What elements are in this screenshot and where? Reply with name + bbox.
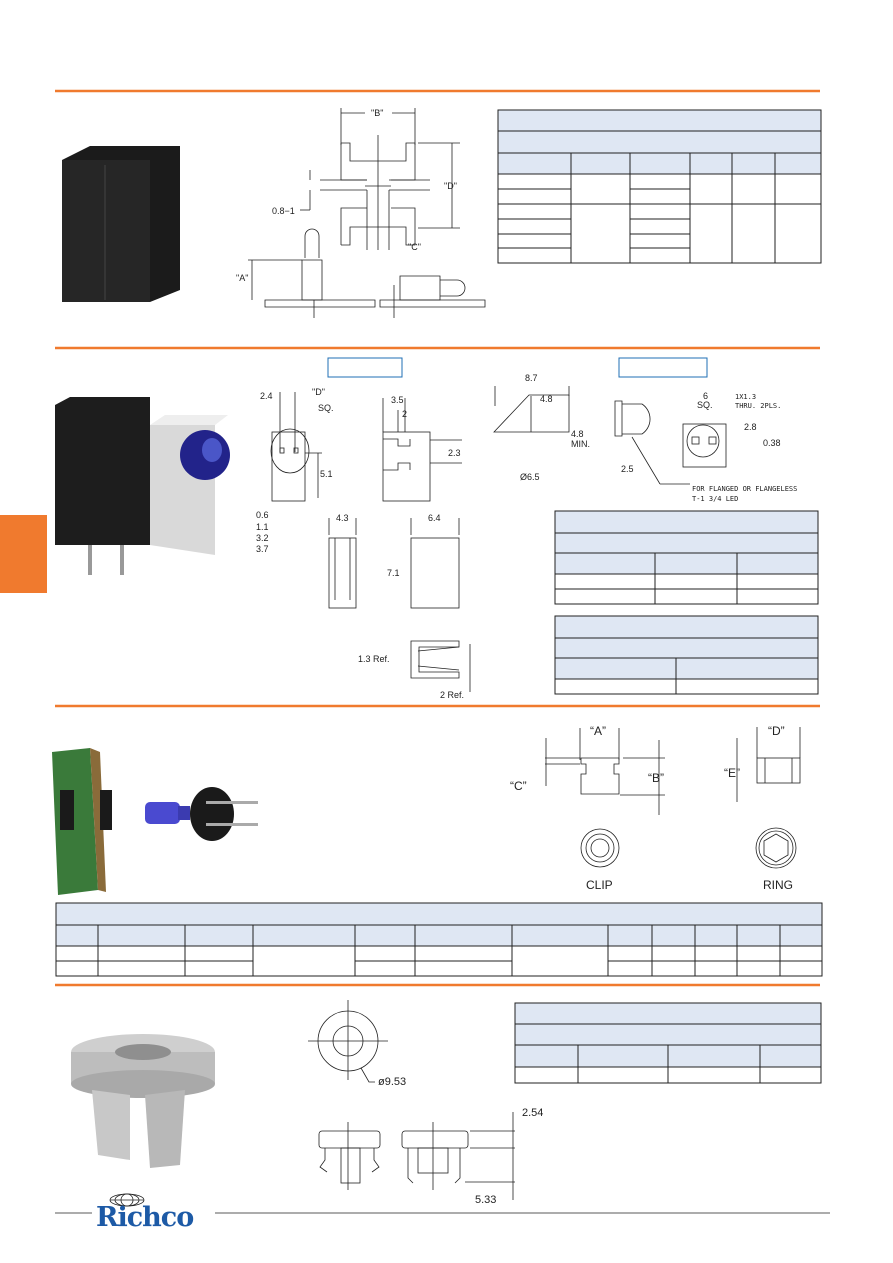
dim-label: 2.3 [448,448,461,458]
dim-b-label: "B" [371,108,383,118]
globe-icon [109,1193,145,1207]
dim-label: 3.2 [256,533,269,543]
dim-diameter-label: ø9.53 [378,1076,406,1088]
ring-caption: RING [763,878,793,892]
drawing-2-labels: 2.4 "D" SQ. 5.1 0.6 1.1 3.2 3.7 3.5 2 2.… [256,373,797,700]
dim-label: 0.38 [763,438,781,448]
dim-a-label: "A" [236,273,248,283]
spec-table-4 [55,902,823,977]
note-label: FOR FLANGED OR FLANGELESS [692,485,797,493]
drawing-4 [308,1000,515,1200]
section-dividers [55,89,820,987]
dim-label: 2.8 [744,422,757,432]
drawing-3 [545,727,801,869]
dim-label: 8.7 [525,373,538,383]
drawing-4-labels: ø9.53 2.54 5.33 [378,1076,543,1206]
dim-c-label: "C" [408,242,421,252]
note-label: T-1 3/4 LED [692,495,738,503]
dim-label: MIN. [571,439,590,449]
dim-label: SQ. [697,400,713,410]
dim-label: 4.3 [336,513,349,523]
dim-label: 3.5 [391,395,404,405]
dim-label: 4.8 [540,394,553,404]
dim-label: 5.33 [475,1194,496,1206]
product-photo-1 [62,146,180,302]
dim-label: 2 [402,409,407,419]
dim-label: 4.8 [571,429,584,439]
dim-d-label: “D” [768,724,785,738]
dim-e-label: “E” [724,766,740,780]
dim-label: 0.6 [256,510,269,520]
dim-label: 3.7 [256,544,269,554]
dim-gap-label: 0.8−1 [272,206,295,216]
dim-label: 6 [703,391,708,401]
spec-table-2 [554,510,819,605]
dim-label: 2.54 [522,1107,543,1119]
dim-label: Ø6.5 [520,472,540,482]
dim-a-label: “A” [590,724,606,738]
dim-d-label: "D" [444,181,457,191]
dim-b-label: “B” [648,771,664,785]
richco-logo: Richco [96,1202,194,1233]
drawing-3-labels: “A” “B” “C” “D” “E” CLIP RING [510,724,793,892]
product-photo-2 [55,397,230,575]
variant-box-right [618,357,708,378]
dim-label: 7.1 [387,568,400,578]
clip-caption: CLIP [586,878,613,892]
product-photo-4 [71,1034,215,1168]
dim-label: 1.3 Ref. [358,654,390,664]
dim-label: 2.4 [260,391,273,401]
dim-label: 1.1 [256,522,269,532]
dim-label: SQ. [318,403,334,413]
dim-label: 1X1.3 [735,393,756,401]
drawing-2 [270,386,727,692]
side-tab [0,515,47,593]
drawing-1 [248,108,486,318]
spec-table-1 [497,109,822,264]
variant-box-left [327,357,403,378]
dim-label: 2.5 [621,464,634,474]
dim-c-label: “C” [510,779,527,793]
dim-label: 6.4 [428,513,441,523]
drawing-1-labels: "B" "D" "C" "A" 0.8−1 [236,108,457,283]
dim-label: 5.1 [320,469,333,479]
dim-label: THRU. 2PLS. [735,402,781,410]
product-photo-3 [52,748,258,895]
spec-table-3 [554,615,819,695]
dim-label: "D" [312,387,325,397]
spec-table-5 [514,1002,822,1084]
dim-label: 2 Ref. [440,690,464,700]
